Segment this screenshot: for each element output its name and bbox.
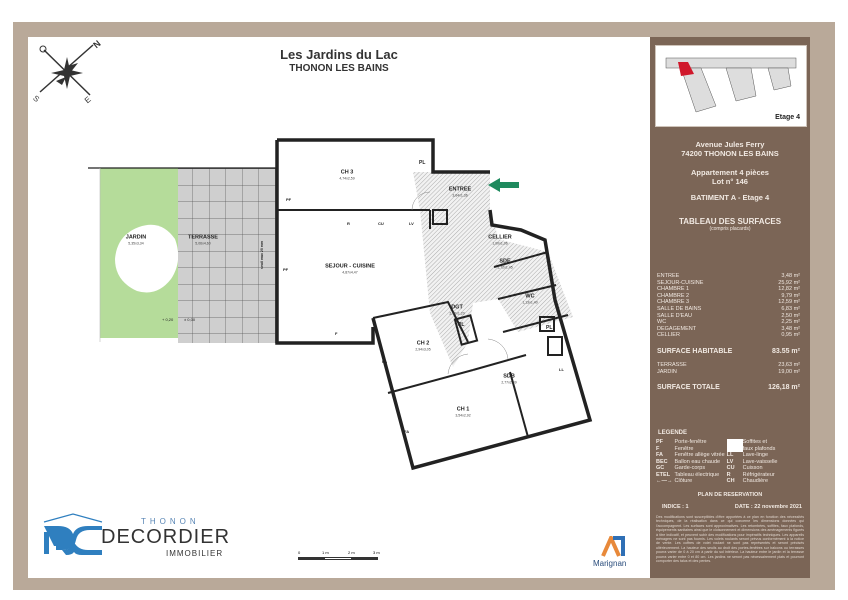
tag-lv: LV [409,221,414,226]
building-plan-thumbnail [665,57,797,113]
entry-arrow-icon [488,178,519,192]
plan-date: DATE : 22 novembre 2021 [734,504,802,510]
decordier-logo-icon [43,513,103,555]
terrace-area [178,168,277,343]
project-name: Les Jardins du Lac [280,47,398,62]
tag-seuil: seuil max 20 mm [260,240,264,269]
tag-r: R [347,221,350,226]
tag-fa: FA [404,429,410,434]
level-garden: + 0,20 [162,317,174,322]
surfaces-subtitle: (compris placards) [709,226,751,232]
tag-placard: PL [458,322,465,328]
floor-label: Etage 4 [775,114,800,121]
plan-sheet: Les Jardins du Lac THONON LES BAINS N S … [28,37,650,578]
reservation-title: PLAN DE RESERVATION [697,492,763,498]
marignan-logo-icon [601,536,625,557]
logo-thonon: THONON [141,517,200,526]
tag-fa: FA [382,359,388,364]
building-minimap: Etage 4 [655,45,807,127]
logo-marignan: Marignan [593,559,627,568]
compass-north: N [91,38,102,50]
lot-number: Lot n° 146 [712,177,748,186]
compass-rose-icon: N S E [31,38,102,105]
page-title: Les Jardins du Lac THONON LES BAINS [28,47,650,74]
circulation-hatch [413,172,498,367]
scale-bar: 0 1 m 2 m 3 m [298,550,388,562]
compass-south: S [31,94,41,104]
selected-lot-highlight [678,62,694,76]
address-street: Avenue Jules Ferry [695,140,765,149]
walls [275,138,593,471]
logo-immobilier: IMMOBILIER [166,549,224,558]
surfaces-title: TABLEAU DES SURFACES [678,217,782,226]
apartment-type: Appartement 4 pièces [691,168,769,177]
legend-title: LEGENDE [658,430,688,436]
tag-ll: LL [559,367,564,372]
tag-f: F [335,331,338,336]
tag-cu: CU [378,221,384,226]
project-city: THONON LES BAINS [289,63,389,74]
indice: INDICE : 1 [662,504,689,510]
tag-pf: PF [286,197,292,202]
floor-plan [88,138,593,471]
building-floor: BATIMENT A - Etage 4 [690,193,770,202]
level-terrace: ± 0,00 [184,317,196,322]
info-panel: Etage 4 Avenue Jules Ferry 74200 THONON … [650,37,810,578]
tag-placard: PL [546,325,553,331]
tag-placard: PL [419,160,426,166]
logo-decordier: DECORDIER [101,526,231,548]
tag-pf: PF [283,267,289,272]
disclaimer-text: Des modifications sont susceptibles d'êt… [656,515,804,564]
compass-east: E [83,95,93,105]
address-city: 74200 THONON LES BAINS [681,149,779,158]
garden-tree [115,224,179,293]
